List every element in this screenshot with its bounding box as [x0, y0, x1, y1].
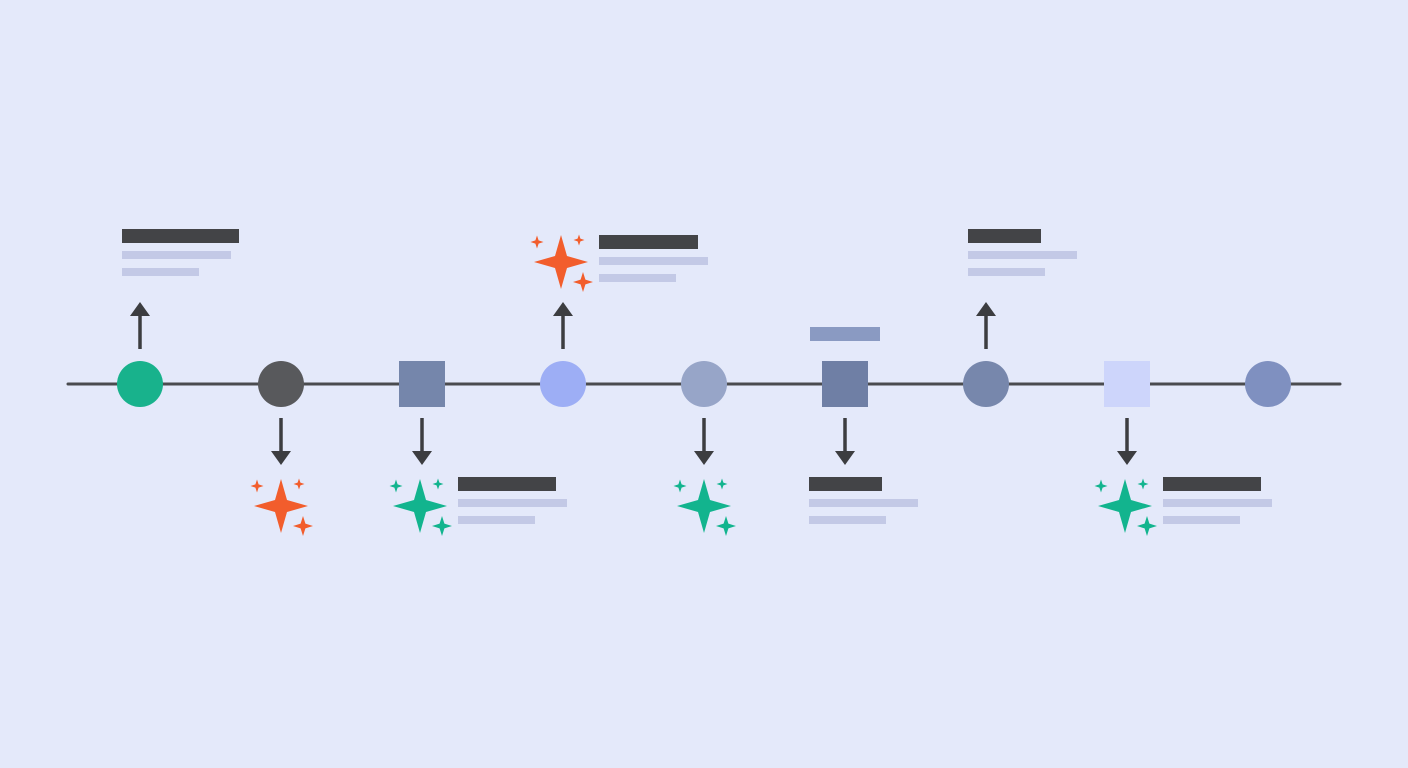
sparkle-large-star	[254, 479, 308, 533]
sparkle-small-star	[293, 516, 313, 536]
arrow-down-icon	[835, 418, 855, 465]
placeholder-text-line	[1163, 499, 1272, 507]
timeline-node-circle	[258, 361, 304, 407]
sparkle-small-star	[1137, 516, 1157, 536]
sparkle-tiny-star	[1137, 478, 1149, 490]
arrow-down-icon	[694, 418, 714, 465]
arrow-up-icon	[976, 302, 996, 349]
placeholder-text-line	[122, 268, 199, 276]
sparkle-large-star	[1098, 479, 1152, 533]
placeholder-text-line	[809, 516, 886, 524]
sparkle-tiny-star	[673, 479, 687, 493]
timeline-item-5	[673, 418, 736, 536]
arrow-head	[412, 451, 432, 465]
tag-bar	[810, 327, 880, 341]
placeholder-heading-line	[458, 477, 556, 491]
text-placeholder-block	[1163, 477, 1272, 524]
timeline-node-circle	[540, 361, 586, 407]
arrow-down-icon	[412, 418, 432, 465]
arrow-down-icon	[1117, 418, 1137, 465]
sparkle-large-star	[393, 479, 447, 533]
sparkle-tiny-star	[573, 234, 585, 246]
timeline-node-square	[822, 361, 868, 407]
placeholder-text-line	[599, 274, 676, 282]
arrow-head	[694, 451, 714, 465]
sparkle-large-star	[534, 235, 588, 289]
sparkle-tiny-star	[530, 235, 544, 249]
timeline-item-4	[530, 234, 708, 349]
placeholder-text-line	[968, 251, 1077, 259]
placeholder-heading-line	[122, 229, 239, 243]
placeholder-text-line	[458, 499, 567, 507]
timeline-item-1	[122, 229, 239, 349]
timeline-node-circle	[117, 361, 163, 407]
sparkle-tiny-star	[1094, 479, 1108, 493]
arrow-up-icon	[130, 302, 150, 349]
sparkle-small-star	[573, 272, 593, 292]
placeholder-text-line	[122, 251, 231, 259]
timeline-item-6	[809, 327, 918, 524]
timeline-node-circle	[681, 361, 727, 407]
timeline-item-2	[250, 418, 313, 536]
placeholder-text-line	[968, 268, 1045, 276]
placeholder-heading-line	[599, 235, 698, 249]
sparkle-icon	[389, 478, 452, 536]
sparkle-large-star	[677, 479, 731, 533]
arrow-down-icon	[271, 418, 291, 465]
text-placeholder-block	[599, 235, 708, 282]
timeline-node-circle	[963, 361, 1009, 407]
sparkle-tiny-star	[250, 479, 264, 493]
sparkle-icon	[673, 478, 736, 536]
text-placeholder-block	[122, 229, 239, 276]
placeholder-heading-line	[1163, 477, 1261, 491]
placeholder-text-line	[458, 516, 535, 524]
placeholder-heading-line	[968, 229, 1041, 243]
timeline-item-7	[968, 229, 1077, 349]
sparkle-icon	[530, 234, 593, 292]
timeline-item-3	[389, 418, 567, 536]
placeholder-text-line	[599, 257, 708, 265]
arrow-head	[976, 302, 996, 316]
sparkle-icon	[1094, 478, 1157, 536]
sparkle-small-star	[716, 516, 736, 536]
arrow-head	[271, 451, 291, 465]
text-placeholder-block	[968, 229, 1077, 276]
placeholder-text-line	[1163, 516, 1240, 524]
sparkle-icon	[250, 478, 313, 536]
timeline-node-square	[399, 361, 445, 407]
timeline-item-8	[1094, 418, 1272, 536]
sparkle-small-star	[432, 516, 452, 536]
sparkle-tiny-star	[432, 478, 444, 490]
arrow-head	[1117, 451, 1137, 465]
sparkle-tiny-star	[293, 478, 305, 490]
arrow-head	[835, 451, 855, 465]
placeholder-text-line	[809, 499, 918, 507]
timeline-node-square	[1104, 361, 1150, 407]
text-placeholder-block	[809, 477, 918, 524]
arrow-up-icon	[553, 302, 573, 349]
sparkle-tiny-star	[716, 478, 728, 490]
arrow-head	[553, 302, 573, 316]
arrow-head	[130, 302, 150, 316]
timeline-node-circle	[1245, 361, 1291, 407]
text-placeholder-block	[458, 477, 567, 524]
placeholder-heading-line	[809, 477, 882, 491]
sparkle-tiny-star	[389, 479, 403, 493]
